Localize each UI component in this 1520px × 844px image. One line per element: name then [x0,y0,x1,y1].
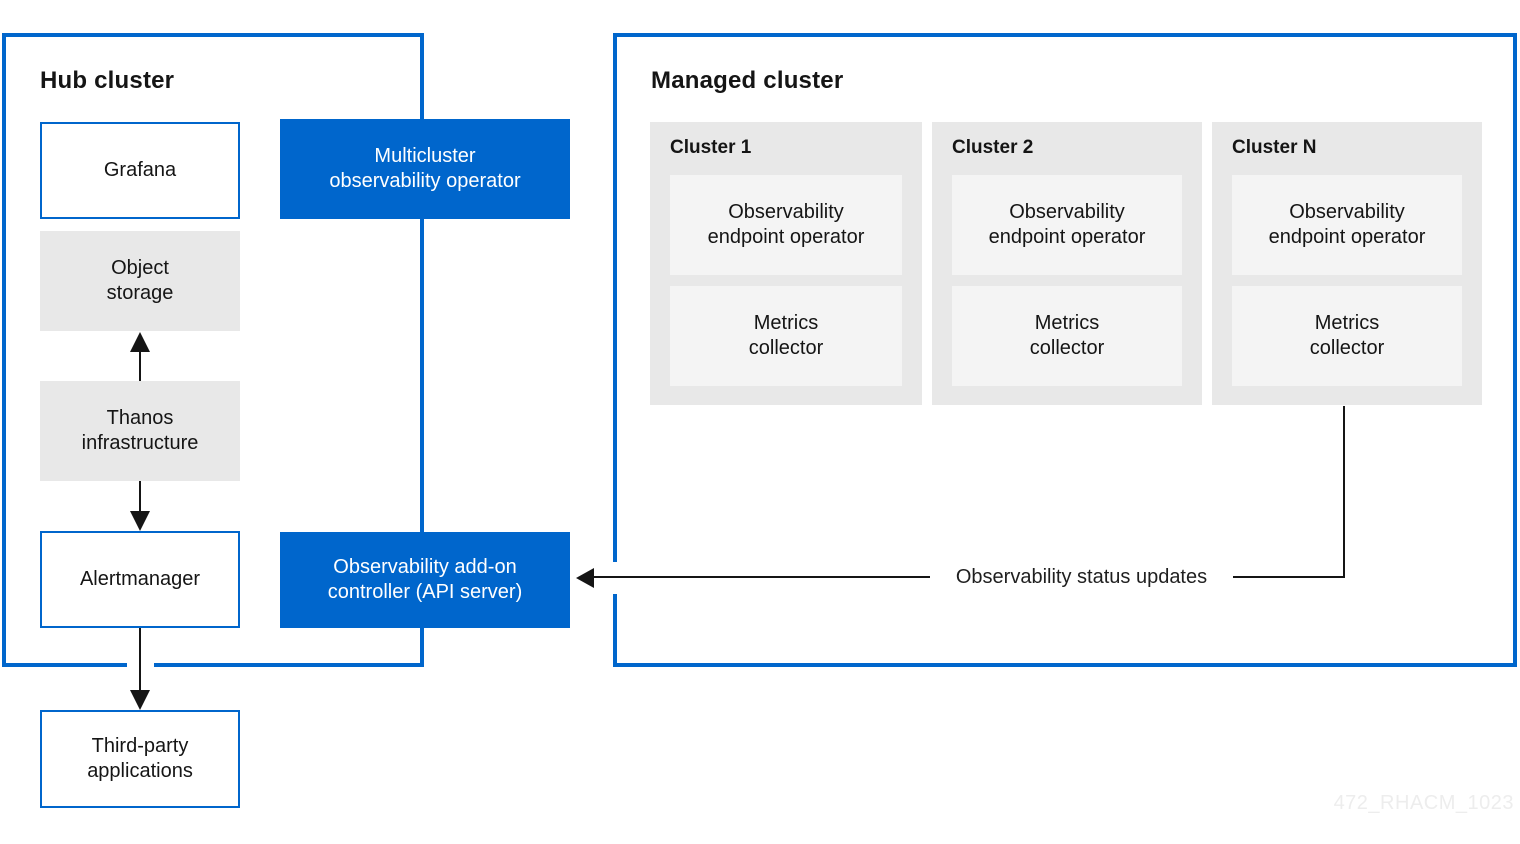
cluster-2-card: Cluster 2 Observability endpoint operato… [932,122,1202,405]
arrow-down-icon [130,690,150,710]
cn-eo-line1: Observability [1289,201,1405,223]
alertmanager-node: Alertmanager [40,531,240,628]
watermark-text: 472_RHACM_1023 [1333,792,1514,814]
managed-border-gap [611,562,619,594]
cluster-1-card: Cluster 1 Observability endpoint operato… [650,122,922,405]
cluster-2-metrics-collector-node: Metrics collector [952,286,1182,386]
cluster-1-endpoint-operator-node: Observability endpoint operator [670,175,902,275]
mco-line1: Multicluster [374,145,476,167]
object-storage-line1: Object [111,257,169,279]
third-party-applications-node: Third-party applications [40,710,240,808]
c1-eo-line1: Observability [728,201,844,223]
cluster-2-metrics-collector-label: Metrics collector [1030,311,1104,361]
cluster-n-metrics-collector-node: Metrics collector [1232,286,1462,386]
c1-eo-line2: endpoint operator [707,226,865,248]
cluster-2-name: Cluster 2 [952,137,1034,158]
c2-eo-line1: Observability [1009,201,1125,223]
addon-label: Observability add-on controller (API ser… [328,555,523,605]
cluster-n-metrics-collector-label: Metrics collector [1310,311,1384,361]
object-storage-line2: storage [106,282,174,304]
connector-label: Observability status updates [955,566,1208,588]
thanos-line1: Thanos [106,407,174,429]
connector-metrics-to-addon-right-segment [1233,576,1345,578]
c1-mc-line1: Metrics [753,312,819,334]
third-party-line1: Third-party [91,735,189,757]
grafana-node: Grafana [40,122,240,219]
alertmanager-label: Alertmanager [79,568,201,590]
cn-eo-line2: endpoint operator [1268,226,1426,248]
addon-line1: Observability add-on [333,556,517,578]
cluster-n-endpoint-operator-node: Observability endpoint operator [1232,175,1462,275]
connector-metrics-to-addon-left-segment [594,576,930,578]
object-storage-node: Object storage [40,231,240,331]
arrow-thanos-to-object-storage-line [139,350,141,381]
cluster-2-endpoint-operator-label: Observability endpoint operator [989,200,1146,250]
c2-mc-line1: Metrics [1034,312,1100,334]
connector-metrics-to-addon-vertical [1343,406,1345,578]
thanos-label: Thanos infrastructure [82,406,199,456]
cluster-n-card: Cluster N Observability endpoint operato… [1212,122,1482,405]
arrow-alertmanager-to-third-party-line [139,628,141,692]
observability-addon-controller-node: Observability add-on controller (API ser… [280,532,570,628]
thanos-line2: infrastructure [81,432,199,454]
object-storage-label: Object storage [107,256,174,306]
mco-label: Multicluster observability operator [329,144,520,194]
third-party-line2: applications [87,760,193,782]
cluster-1-metrics-collector-label: Metrics collector [749,311,823,361]
multicluster-observability-operator-node: Multicluster observability operator [280,119,570,219]
c2-eo-line2: endpoint operator [988,226,1146,248]
arrow-up-icon [130,332,150,352]
managed-cluster-title: Managed cluster [651,67,844,94]
arrow-left-icon [576,568,594,588]
cluster-1-metrics-collector-node: Metrics collector [670,286,902,386]
cluster-n-endpoint-operator-label: Observability endpoint operator [1269,200,1426,250]
third-party-label: Third-party applications [87,734,193,784]
arrow-thanos-to-alertmanager-line [139,481,141,513]
cluster-1-endpoint-operator-label: Observability endpoint operator [708,200,865,250]
cluster-2-endpoint-operator-node: Observability endpoint operator [952,175,1182,275]
cluster-n-name: Cluster N [1232,137,1317,158]
cn-mc-line1: Metrics [1314,312,1380,334]
arrow-down-icon [130,511,150,531]
mco-line2: observability operator [329,170,521,192]
cluster-1-name: Cluster 1 [670,137,752,158]
hub-cluster-title: Hub cluster [40,67,175,94]
c1-mc-line2: collector [748,337,824,359]
addon-line2: controller (API server) [327,581,523,603]
grafana-label: Grafana [103,159,177,181]
thanos-infrastructure-node: Thanos infrastructure [40,381,240,481]
c2-mc-line2: collector [1029,337,1105,359]
cn-mc-line2: collector [1309,337,1385,359]
